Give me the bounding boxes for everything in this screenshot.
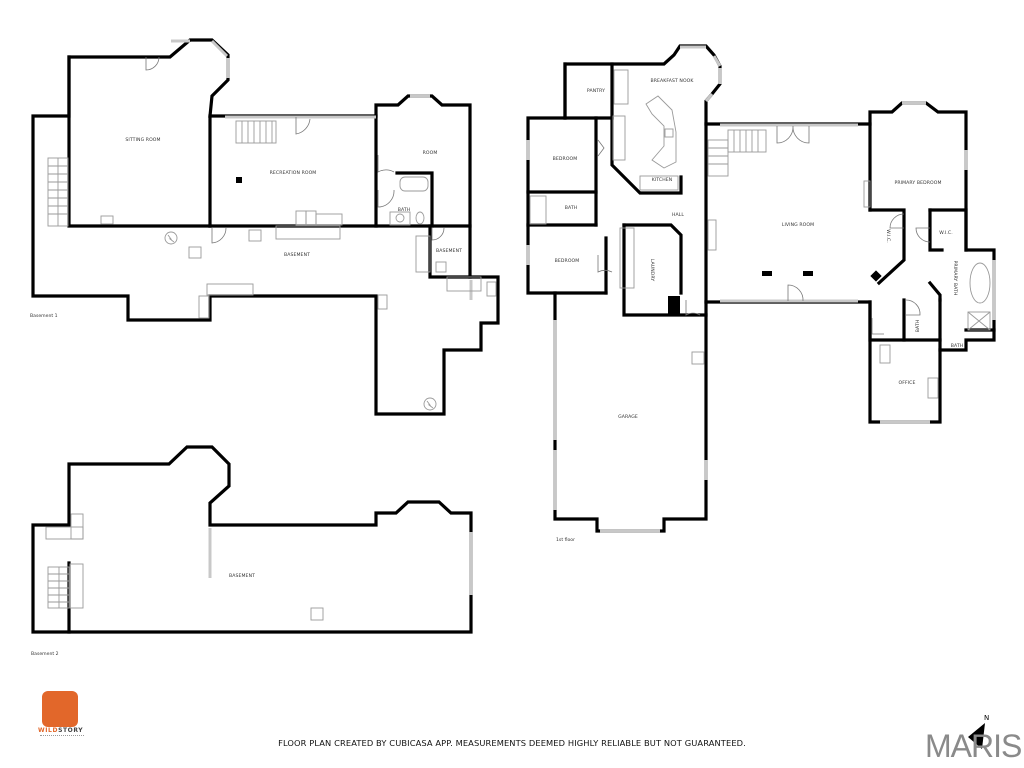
logo-divider bbox=[40, 735, 84, 738]
column-icon bbox=[236, 177, 242, 183]
room-label-sitting-room: SITTING ROOM bbox=[125, 137, 160, 143]
compass-north-icon: N bbox=[968, 714, 989, 749]
room-label-living-room: LIVING ROOM bbox=[782, 222, 814, 228]
stairs-icon bbox=[235, 120, 277, 144]
basement-1-plan: SITTING ROOM RECREATION ROOM ROOM BATH B… bbox=[30, 38, 500, 416]
room-label-basement-2: BASEMENT bbox=[229, 573, 255, 579]
stairs-icon bbox=[47, 563, 84, 609]
room-label-primary-bath: PRIMARY BATH bbox=[952, 261, 958, 296]
room-label-basement-small: BASEMENT bbox=[436, 248, 462, 254]
room-label-breakfast-nook: BREAKFAST NOOK bbox=[650, 78, 694, 84]
room-label-garage: GARAGE bbox=[618, 414, 638, 420]
room-label-bedroom-2: BEDROOM bbox=[555, 258, 580, 264]
stairs-icon bbox=[47, 157, 69, 227]
room-label-laundry: LAUNDRY bbox=[649, 259, 655, 282]
room-label-bath-small: BATH bbox=[915, 320, 921, 333]
floor-label-basement-1: Basement 1 bbox=[30, 313, 58, 319]
room-label-wic-2: W.I.C. bbox=[939, 230, 953, 236]
wildstory-logo-icon bbox=[42, 691, 78, 727]
water-heater-icon bbox=[164, 231, 437, 411]
room-label-pantry: PANTRY bbox=[587, 88, 605, 94]
first-floor-plan: PANTRY BREAKFAST NOOK BEDROOM KITCHEN BA… bbox=[526, 44, 996, 543]
floor-label-1st-floor: 1st floor bbox=[556, 537, 575, 543]
room-label-room: ROOM bbox=[423, 150, 438, 156]
room-label-bedroom-1: BEDROOM bbox=[553, 156, 578, 162]
stairs-icon bbox=[707, 129, 767, 177]
column-icon bbox=[762, 271, 772, 276]
svg-text:N: N bbox=[984, 714, 989, 722]
room-label-kitchen: KITCHEN bbox=[652, 177, 673, 183]
floor-label-basement-2: Basement 2 bbox=[31, 651, 59, 657]
room-label-recreation-room: RECREATION ROOM bbox=[270, 170, 317, 176]
disclaimer-text: FLOOR PLAN CREATED BY CUBICASA APP. MEAS… bbox=[278, 738, 746, 748]
room-label-primary-bedroom: PRIMARY BEDROOM bbox=[894, 180, 941, 186]
room-label-bath: BATH bbox=[565, 205, 578, 211]
room-label-bath-2: BATH bbox=[951, 343, 964, 349]
basement-2-plan: BASEMENT Basement 2 bbox=[31, 445, 473, 657]
logo-wordmark: WILDSTORY bbox=[38, 727, 84, 734]
room-label-bath: BATH bbox=[398, 207, 411, 213]
room-label-hall: HALL bbox=[672, 212, 684, 218]
room-label-office: OFFICE bbox=[899, 380, 916, 386]
maris-watermark: MARIS bbox=[925, 728, 1022, 764]
room-label-basement: BASEMENT bbox=[284, 252, 310, 258]
column-icon bbox=[803, 271, 813, 276]
room-label-wic-1: W.I.C. bbox=[885, 229, 891, 243]
